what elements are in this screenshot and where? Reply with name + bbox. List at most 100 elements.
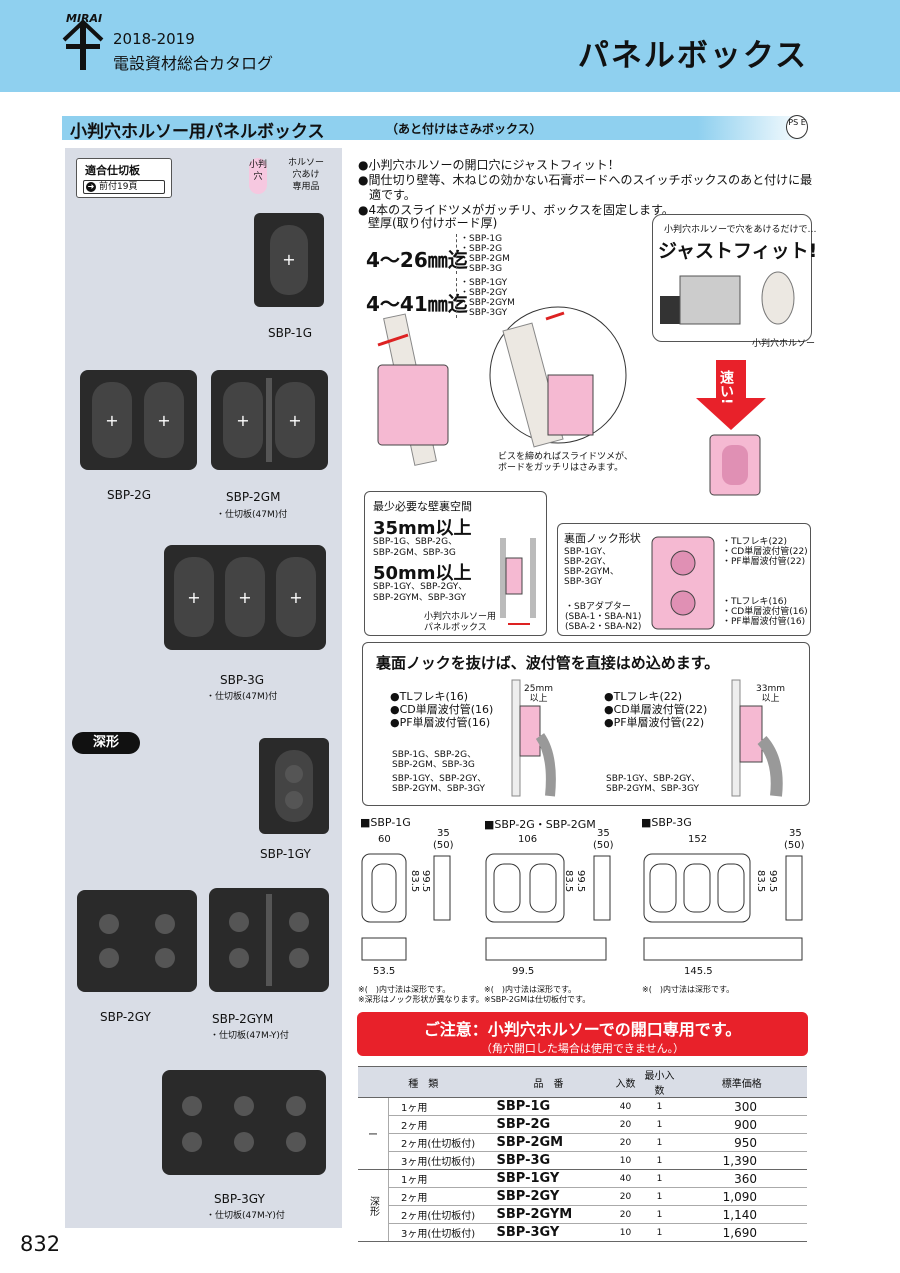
page-title: パネルボックス [577, 38, 808, 74]
feature-item: ●小判穴ホルソーの開口穴にジャストフィット！ [358, 158, 620, 172]
installation-illustration [377, 306, 627, 466]
cell-price: 1,090 [676, 1187, 807, 1206]
wall-space-title: 最少必要な壁裏空間 [373, 500, 472, 513]
cell-price: 950 [676, 1133, 807, 1152]
oval-hole-badge: 小判穴 [249, 158, 267, 194]
product-note: ・仕切板(47M-Y)付 [210, 1031, 289, 1041]
pipe-left-diagram [511, 679, 556, 797]
product-label: SBP-2G [107, 488, 152, 502]
product-note: ・仕切板(47M)付 [216, 510, 288, 520]
wall-range-2: 4～41㎜迄 [366, 292, 468, 316]
just-fit-title: ジャストフィット! [658, 240, 818, 262]
holsaw-only-desc: ホルソー 穴あけ 専用品 [287, 158, 324, 192]
wall-models-2: ・SBP-1GY・SBP-2GY・SBP-2GYM・SBP-3GY [456, 278, 515, 318]
product-photo-sbp-3g: + + + [164, 545, 326, 650]
cell-qty: 10 [608, 1223, 643, 1242]
svg-text:+: + [105, 411, 118, 430]
table-header-row: 種 類 品 番 入数 最小入数 標準価格 [358, 1066, 807, 1098]
logo-text: MIRAI [66, 12, 103, 25]
drawing-sbp-3g-figure [643, 853, 803, 961]
cell-name: 2ヶ用(仕切板付) [388, 1205, 489, 1224]
section-bar [62, 116, 810, 140]
cell-qty: 40 [608, 1169, 643, 1188]
notice-sub: （角穴開口した場合は使用できません。） [480, 1042, 685, 1055]
product-photo-sbp-2gy [77, 890, 197, 992]
holsaw-label: 小判穴ホルソー [752, 339, 816, 349]
notice-main: ご注意：小判穴ホルソーでの開口専用です。 [423, 1020, 742, 1039]
pipe-right-diagram [731, 679, 783, 797]
wall-space-models-2: SBP-1GY、SBP-2GY、SBP-2GYM、SBP-3GY [373, 582, 468, 603]
rear-knock-upper: ・TLフレキ(22)・CD単層波付管(22)・PF単層波付管(22) [722, 537, 808, 567]
cell-qty: 40 [608, 1097, 643, 1116]
cell-min: 1 [642, 1115, 677, 1134]
page-reference-link[interactable]: ➜ 前付19頁 [83, 180, 165, 194]
product-note: ・仕切板(47M-Y)付 [206, 1211, 285, 1221]
fast-arrow-icon [696, 360, 766, 430]
product-photo-column [65, 148, 342, 1228]
partition-plate-label: 適合仕切板 [85, 164, 140, 177]
cell-name: 2ヶ用 [388, 1115, 489, 1134]
cell-min: 1 [642, 1205, 677, 1224]
rear-knock-models: SBP-1GY、SBP-2GY、SBP-2GYM、SBP-3GY [564, 547, 619, 587]
drawing-sbp-2g-figure [485, 853, 611, 961]
wall-space-50: 50mm以上 [373, 563, 472, 584]
partition-plate-box: 適合仕切板 ➜ 前付19頁 [76, 158, 172, 198]
mirai-logo-icon [62, 19, 104, 70]
wall-models-1: ・SBP-1G・SBP-2G・SBP-2GM・SBP-3G [456, 234, 510, 274]
wall-range-1: 4～26㎜迄 [366, 248, 468, 272]
category-cell: 深形 [358, 1169, 389, 1242]
rear-knock-diagram [651, 536, 715, 630]
cell-code: SBP-1GY [488, 1169, 609, 1188]
cell-qty: 20 [608, 1115, 643, 1134]
product-label: SBP-3GY [214, 1192, 265, 1206]
cell-min: 1 [642, 1187, 677, 1206]
cell-name: 3ヶ用(仕切板付) [388, 1151, 489, 1170]
product-label: SBP-1GY [260, 847, 311, 861]
holsaw-illustration [660, 271, 795, 325]
pse-mark-icon: PS E [786, 115, 808, 139]
cell-code: SBP-2GY [488, 1187, 609, 1206]
pipe-insert-title: 裏面ノックを抜けば、波付管を直接はめ込めます。 [376, 654, 720, 672]
rear-knock-title: 裏面ノック形状 [564, 532, 641, 545]
sb-adapter-note: ・SBアダプター(SBA-1・SBA-N1)(SBA-2・SBA-N2) [565, 602, 642, 632]
product-label: SBP-2GY [100, 1010, 151, 1024]
cell-qty: 10 [608, 1151, 643, 1170]
cell-price: 1,140 [676, 1205, 807, 1224]
page-header [0, 0, 900, 92]
svg-text:+: + [238, 588, 251, 607]
feature-item: ●間仕切り壁等、木ねじの効かない石膏ボードへのスイッチボックスのあと付けに最適で… [358, 173, 813, 202]
svg-text:+: + [157, 411, 170, 430]
feature-item: ●4本のスライドツメがガッチリ、ボックスを固定します。 [358, 203, 674, 217]
product-photo-sbp-2gm: + + [211, 370, 328, 470]
cell-min: 1 [642, 1133, 677, 1152]
svg-text:+: + [187, 588, 200, 607]
cell-code: SBP-2GM [488, 1133, 609, 1152]
product-photo-sbp-2g: + + [80, 370, 197, 470]
cell-code: SBP-3G [488, 1151, 609, 1170]
wall-space-models-1: SBP-1G、SBP-2G、SBP-2GM、SBP-3G [373, 537, 458, 558]
category-cell: ー [358, 1097, 389, 1170]
cell-name: 2ヶ用 [388, 1187, 489, 1206]
cell-price: 1,390 [676, 1151, 807, 1170]
arrow-right-icon: ➜ [86, 182, 96, 192]
product-photo-sbp-3gy [162, 1070, 326, 1175]
cell-name: 1ヶ用 [388, 1097, 489, 1116]
pipe-right-models: SBP-1GY、SBP-2GY、SBP-2GYM、SBP-3GY [606, 774, 701, 794]
svg-text:+: + [289, 588, 302, 607]
rear-knock-lower: ・TLフレキ(16)・CD単層波付管(16)・PF単層波付管(16) [722, 597, 808, 627]
svg-text:+: + [288, 411, 301, 430]
cell-name: 1ヶ用 [388, 1169, 489, 1188]
svg-text:+: + [282, 250, 295, 269]
product-label: SBP-2GM [226, 490, 281, 504]
pipe-left-models: SBP-1G、SBP-2G、SBP-2GM、SBP-3G SBP-1GY、SBP… [392, 750, 487, 794]
cell-price: 900 [676, 1115, 807, 1134]
section-subtitle: （あと付けはさみボックス） [386, 122, 542, 136]
product-note: ・仕切板(47M)付 [206, 692, 278, 702]
installation-caption: ビスを締めればスライドツメが、ボードをガッチリはさみます。 [498, 452, 633, 473]
